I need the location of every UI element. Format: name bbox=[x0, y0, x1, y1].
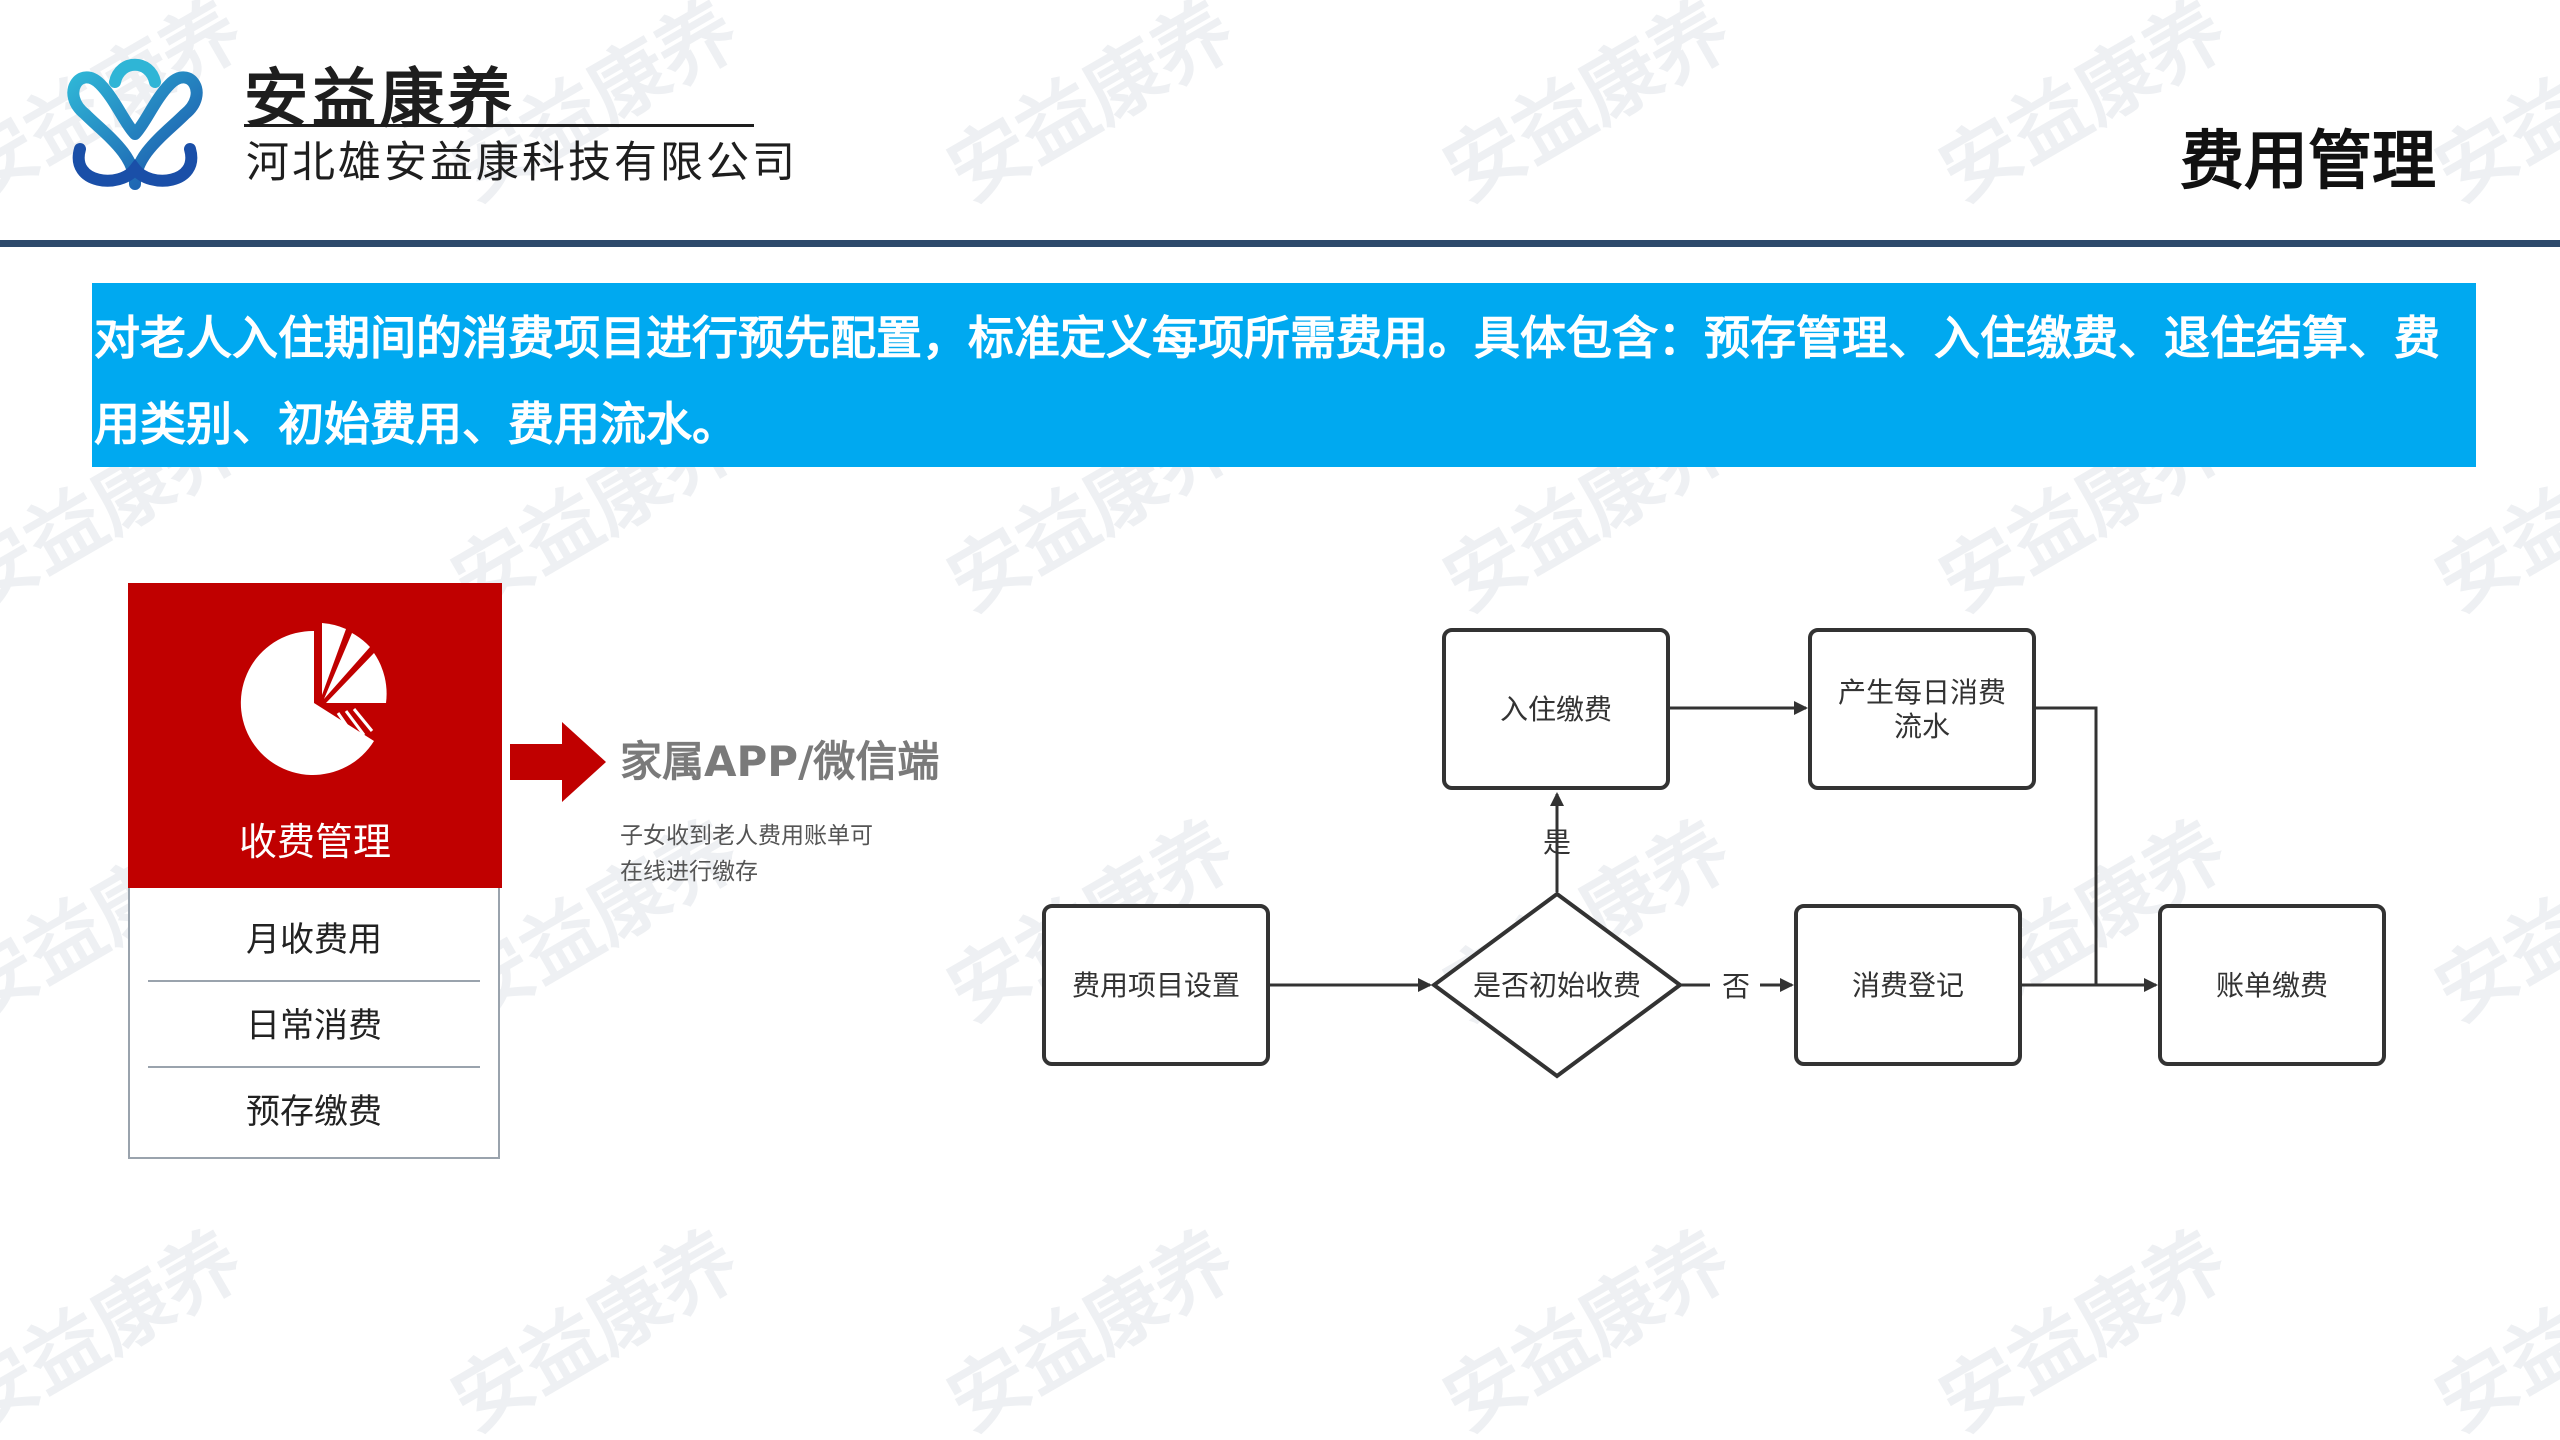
node-bill-payment-label: 账单缴费 bbox=[2216, 969, 2328, 1002]
menu-item-prepaid-payment[interactable]: 预存缴费 bbox=[246, 1092, 382, 1132]
app-title: 家属APP/微信端 bbox=[620, 737, 940, 786]
node-daily-flow-label-2: 流水 bbox=[1894, 710, 1950, 743]
logo-icon bbox=[67, 58, 203, 190]
watermark-text: 安益康养 bbox=[2421, 1215, 2560, 1440]
menu-item-daily-consumption[interactable]: 日常消费 bbox=[148, 984, 480, 1068]
watermark-text: 安益康养 bbox=[933, 1215, 1250, 1440]
node-checkin-payment-label: 入住缴费 bbox=[1500, 693, 1612, 726]
brand-divider bbox=[244, 124, 754, 127]
node-fee-setup-label: 费用项目设置 bbox=[1072, 969, 1240, 1002]
pie-chart-icon bbox=[240, 623, 387, 775]
app-description-line-2: 在线进行缴存 bbox=[620, 859, 758, 885]
edge-yes-label: 是 bbox=[1543, 826, 1571, 859]
edge-no-label: 否 bbox=[1722, 970, 1750, 1003]
watermark-text: 安益康养 bbox=[1429, 1215, 1746, 1440]
watermark-text: 安益康养 bbox=[1925, 1215, 2242, 1440]
node-daily-flow-box bbox=[1808, 628, 2036, 790]
header-divider-bar bbox=[0, 240, 2560, 247]
description-text: 对老人入住期间的消费项目进行预先配置，标准定义每项所需费用。具体包含：预存管理、… bbox=[94, 311, 2440, 451]
watermark-text: 安益康养 bbox=[0, 1215, 258, 1440]
watermark-text: 安益康养 bbox=[1429, 0, 1746, 220]
watermark-text: 安益康养 bbox=[2421, 805, 2560, 1040]
right-arrow-icon bbox=[510, 722, 606, 802]
page-title: 费用管理 bbox=[2180, 125, 2436, 199]
node-fee-setup-box bbox=[1042, 904, 1270, 1066]
node-consumption-label: 消费登记 bbox=[1852, 969, 1964, 1002]
node-checkin-payment-box bbox=[1442, 628, 1670, 790]
node-consumption-box bbox=[1794, 904, 2022, 1066]
fee-flowchart: 费用项目设置 是否初始收费 入住缴费 产生每日消费 流水 消费登记 账单缴费 是… bbox=[1042, 628, 2386, 1079]
app-description: 子女收到老人费用账单可 在线进行缴存 bbox=[620, 818, 940, 890]
edge-daily-to-bill bbox=[2032, 706, 2098, 985]
node-decision-label: 是否初始收费 bbox=[1473, 969, 1641, 1002]
module-header: 收费管理 bbox=[128, 583, 502, 888]
node-decision-diamond bbox=[1430, 891, 1684, 1079]
description-banner: 对老人入住期间的消费项目进行预先配置，标准定义每项所需费用。具体包含：预存管理、… bbox=[92, 283, 2476, 467]
watermark-text: 安益康养 bbox=[933, 0, 1250, 220]
company-name: 河北雄安益康科技有限公司 bbox=[246, 138, 798, 188]
fee-module-card: 收费管理 月收费用 日常消费 预存缴费 bbox=[128, 583, 502, 1159]
module-title: 收费管理 bbox=[238, 820, 391, 864]
node-daily-flow-label-1: 产生每日消费 bbox=[1838, 676, 2006, 709]
app-description-line-1: 子女收到老人费用账单可 bbox=[620, 823, 873, 849]
node-bill-payment-box bbox=[2158, 904, 2386, 1066]
watermark-text: 安益康养 bbox=[437, 1215, 754, 1440]
menu-item-monthly-fee[interactable]: 月收费用 bbox=[148, 898, 480, 982]
